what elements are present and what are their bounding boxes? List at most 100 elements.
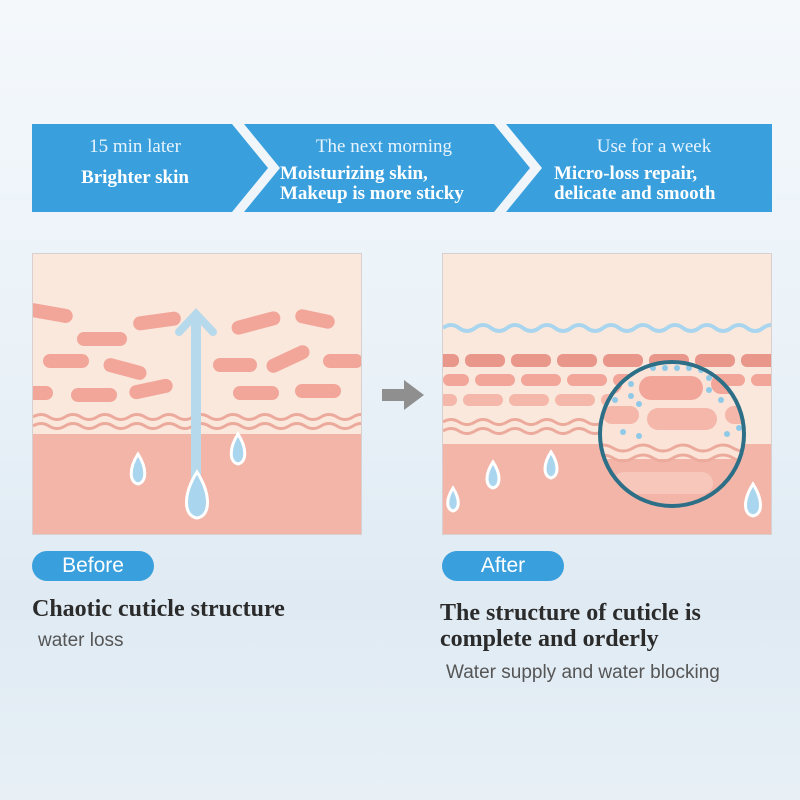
after-title-line-2: complete and orderly [440,626,659,652]
water-loss-arrow-icon [175,308,217,490]
step-1-shape [32,124,268,212]
water-drop-icon [229,431,247,466]
dot [612,397,618,403]
cell [465,354,505,367]
dot [636,401,642,407]
cell [103,358,147,380]
cell [43,354,89,368]
before-panel [32,253,362,535]
dot [674,365,680,371]
cell [557,354,597,367]
after-title: The structure of cuticle is complete and… [440,600,701,652]
water-drop-icon [744,481,762,518]
step-2-benefit-line-2: Makeup is more sticky [280,183,464,204]
step-2: The next morning Moisturizing skin, Make… [272,124,496,212]
step-3-timing: Use for a week [596,136,712,157]
cell [555,394,595,406]
cell [133,311,181,331]
after-skin-illustration [443,254,771,534]
cell [129,378,173,400]
dot [718,397,724,403]
step-1-benefit: Brighter skin [81,167,189,188]
transition-arrow-icon [382,380,424,410]
cell [443,354,459,367]
before-label: Before [32,551,154,581]
cell [295,309,335,329]
cell [77,332,127,346]
wave-line [600,443,744,453]
step-2-benefit: Moisturizing skin, Makeup is more sticky [280,164,496,204]
cell [567,374,607,386]
cell [613,472,713,494]
dot [706,375,712,381]
dot [736,425,742,431]
before-title: Chaotic cuticle structure [32,596,285,622]
cell [71,388,117,402]
arrow-shaft [191,320,201,490]
step-3-benefit-line-2: delicate and smooth [554,183,716,204]
step-3-shape [506,124,772,212]
wave-line [600,453,744,463]
cell [509,394,549,406]
cell [233,386,279,400]
water-drop-icon [485,459,501,490]
moisture-dots [612,365,742,439]
steps-banner-shapes [32,124,772,212]
step-3: Use for a week Micro-loss repair, delica… [542,124,766,212]
cell [33,303,73,323]
step-1: 15 min later Brighter skin [40,124,230,212]
step-3-benefit-line-1: Micro-loss repair, [554,163,698,184]
after-panel [442,253,772,535]
water-drop-icon [129,451,147,486]
after-subtitle: Water supply and water blocking [446,662,720,683]
steps-banner: 15 min later Brighter skin The next morn… [32,124,772,212]
cell [741,354,771,367]
before-skin-illustration [33,254,361,534]
cell [266,345,310,373]
magnified-view [600,362,744,506]
dot [706,387,712,393]
dot [686,365,692,371]
cell [695,354,735,367]
moisture-barrier-wave [443,323,771,333]
cell [521,374,561,386]
cell [751,374,771,386]
magnifier-ring [598,360,746,508]
water-drop-icon [543,449,559,480]
cell [639,376,703,400]
step-2-benefit-line-1: Moisturizing skin, [280,163,428,184]
before-subtitle: water loss [38,630,124,651]
after-ordered-cells-row-1 [443,354,771,367]
cell [295,384,341,398]
before-chaotic-cells [33,303,361,402]
cell [475,374,515,386]
dot [628,381,634,387]
after-title-line-1: The structure of cuticle is [440,600,701,626]
dot [662,365,668,371]
dot [620,429,626,435]
cell [463,394,503,406]
cell [231,311,281,335]
cell [603,354,643,367]
cell [647,408,717,430]
water-drop-icon [446,485,460,513]
arrow-head [175,308,217,336]
cell [603,406,639,424]
cell [213,358,257,372]
dot [724,431,730,437]
arrow-shape [382,380,424,410]
dot [636,433,642,439]
cell [443,374,469,386]
dot [628,393,634,399]
cell [511,354,551,367]
step-3-benefit: Micro-loss repair, delicate and smooth [554,164,766,204]
cell [323,354,361,368]
cell [443,394,457,406]
after-label: After [442,551,564,581]
after-water-drops [446,449,762,518]
before-water-drops [129,431,247,520]
step-2-timing: The next morning [315,136,453,157]
water-drop-icon [185,469,209,520]
step-2-shape [244,124,530,212]
cell [33,386,53,400]
